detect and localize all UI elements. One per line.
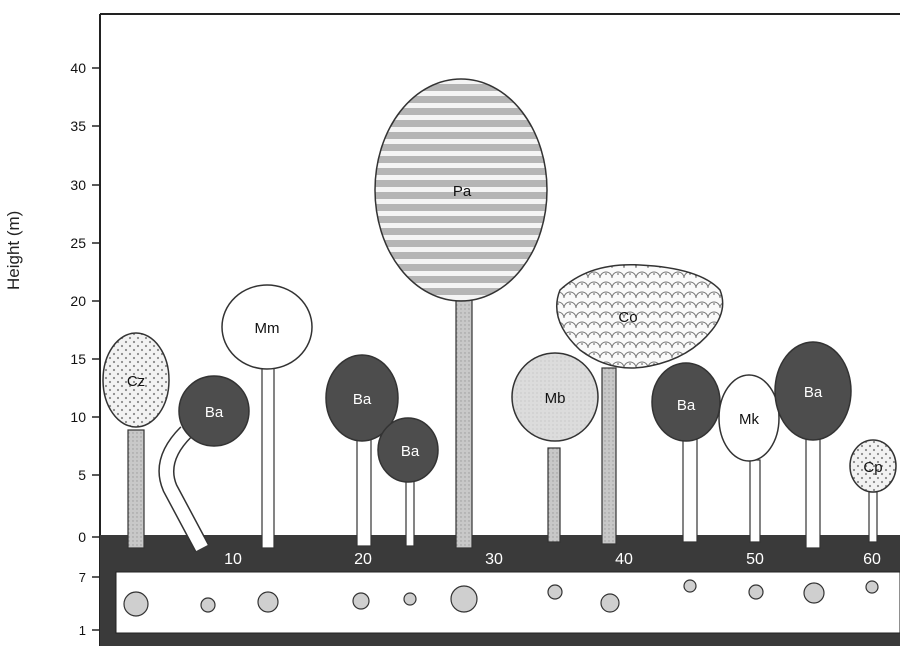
crown-projection bbox=[201, 598, 215, 612]
crown-projection bbox=[601, 594, 619, 612]
x-tick-label: 10 bbox=[224, 551, 242, 568]
crown-projection bbox=[258, 592, 278, 612]
x-tick-label: 20 bbox=[354, 551, 372, 568]
y-tick-label: 0 bbox=[78, 529, 86, 545]
y-tick-label: 15 bbox=[70, 351, 86, 367]
crown-projection bbox=[451, 586, 477, 612]
tree-label: Cp bbox=[863, 459, 882, 476]
tree-label: Ba bbox=[353, 391, 372, 408]
y-tick-label: 25 bbox=[70, 235, 86, 251]
crown-projection bbox=[804, 583, 824, 603]
x-tick-label: 50 bbox=[746, 551, 764, 568]
y-tick-label: 40 bbox=[70, 60, 86, 76]
trunk bbox=[869, 492, 877, 542]
tree-label: Ba bbox=[804, 384, 823, 401]
crowns bbox=[103, 79, 896, 492]
trunk bbox=[602, 368, 616, 544]
tree-label: Mb bbox=[545, 390, 566, 407]
trunk bbox=[128, 430, 144, 548]
crown-projection bbox=[404, 593, 416, 605]
x-tick-label: 30 bbox=[485, 551, 503, 568]
x-tick-label: 40 bbox=[615, 551, 633, 568]
tree-label: Pa bbox=[453, 183, 472, 200]
tree-label: Ba bbox=[677, 397, 696, 414]
lower-tick-label: 1 bbox=[79, 623, 86, 638]
trunk bbox=[750, 460, 760, 542]
crown-projection bbox=[866, 581, 878, 593]
trunk bbox=[262, 366, 274, 548]
y-tick-label: 35 bbox=[70, 118, 86, 134]
lower-band-ticks: 7 1 bbox=[79, 570, 100, 638]
crown-co bbox=[557, 265, 723, 368]
crown-projection-panel bbox=[116, 572, 900, 633]
y-axis-label: Height (m) bbox=[4, 211, 24, 290]
y-tick-label: 5 bbox=[78, 467, 86, 483]
crown-projection bbox=[124, 592, 148, 616]
trunk bbox=[357, 438, 371, 546]
crown-projection bbox=[548, 585, 562, 599]
trunk bbox=[406, 478, 414, 546]
tree-label: Ba bbox=[401, 443, 420, 460]
crown-projection bbox=[684, 580, 696, 592]
y-tick-label: 10 bbox=[70, 409, 86, 425]
tree-label: Mk bbox=[739, 411, 759, 428]
crown-projection bbox=[749, 585, 763, 599]
y-tick-label: 30 bbox=[70, 177, 86, 193]
y-tick-label: 20 bbox=[70, 293, 86, 309]
crown-projection bbox=[353, 593, 369, 609]
tree-label: Cz bbox=[127, 373, 145, 390]
x-tick-label: 60 bbox=[863, 551, 881, 568]
tree-label: Co bbox=[618, 309, 637, 326]
lower-tick-label: 7 bbox=[79, 570, 86, 585]
trunk bbox=[456, 300, 472, 548]
trunk bbox=[683, 438, 697, 542]
y-axis-ticks: 0 5 10 15 20 25 30 35 40 bbox=[70, 60, 100, 545]
tree-label: Ba bbox=[205, 404, 224, 421]
trunk bbox=[548, 448, 560, 542]
trunk bbox=[806, 438, 820, 548]
tree-label: Mm bbox=[255, 320, 280, 337]
